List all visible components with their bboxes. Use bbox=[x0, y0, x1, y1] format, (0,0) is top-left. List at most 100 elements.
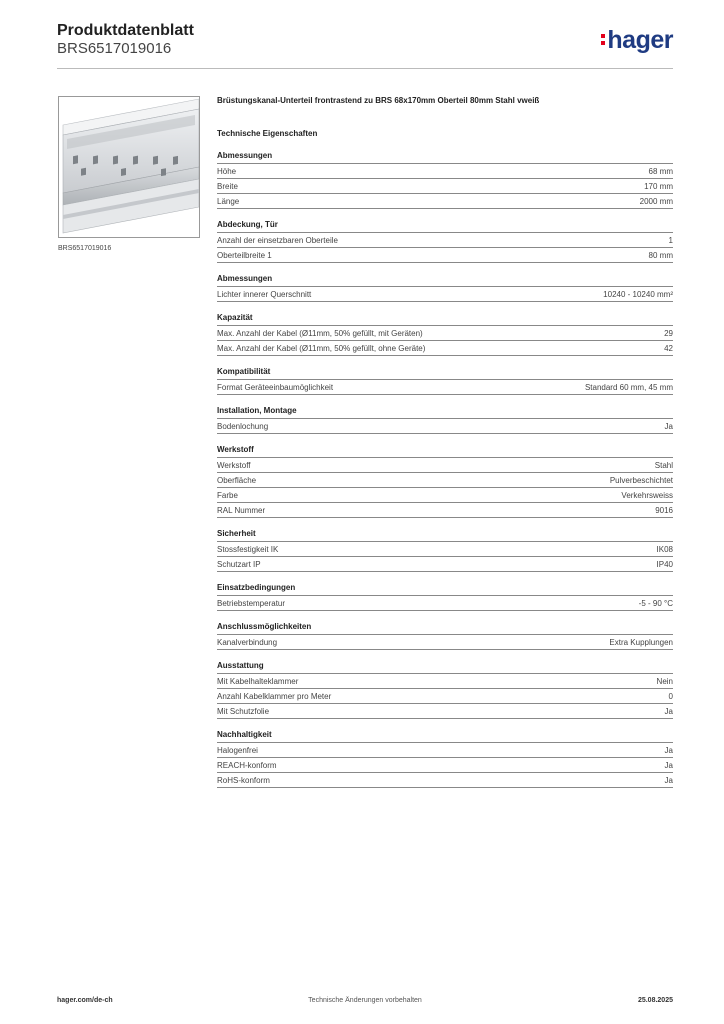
technical-properties-heading: Technische Eigenschaften bbox=[217, 129, 318, 138]
section-heading: Kapazität bbox=[217, 313, 673, 326]
product-number: BRS6517019016 bbox=[57, 40, 172, 57]
property-label: Max. Anzahl der Kabel (Ø11mm, 50% gefüll… bbox=[217, 328, 423, 338]
logo-text: hager bbox=[607, 26, 673, 54]
property-row: Länge 2000 mm bbox=[217, 194, 673, 209]
property-row: Betriebstemperatur-5 - 90 °C bbox=[217, 596, 673, 611]
section-heading: Installation, Montage bbox=[217, 406, 673, 419]
property-row: Max. Anzahl der Kabel (Ø11mm, 50% gefüll… bbox=[217, 341, 673, 356]
property-value: Ja bbox=[664, 706, 673, 716]
property-value: 10240 - 10240 mm² bbox=[603, 289, 673, 299]
section-heading: Abmessungen bbox=[217, 274, 673, 287]
property-label: REACH-konform bbox=[217, 760, 277, 770]
property-value: Standard 60 mm, 45 mm bbox=[584, 382, 673, 392]
property-label: RAL Nummer bbox=[217, 505, 266, 515]
property-label: Anzahl Kabelklammer pro Meter bbox=[217, 691, 332, 701]
logo-dots-icon bbox=[601, 31, 606, 48]
footer-notice: Technische Änderungen vorbehalten bbox=[308, 997, 422, 1004]
page-footer: hager.com/de-ch Technische Änderungen vo… bbox=[57, 997, 673, 1011]
property-label: Werkstoff bbox=[217, 460, 251, 470]
product-description: Brüstungskanal-Unterteil frontrastend zu… bbox=[217, 96, 540, 105]
property-label: Max. Anzahl der Kabel (Ø11mm, 50% gefüll… bbox=[217, 343, 426, 353]
product-image bbox=[58, 96, 200, 238]
property-value: Extra Kupplungen bbox=[609, 637, 673, 647]
property-value: 68 mm bbox=[648, 166, 673, 176]
property-value: Ja bbox=[664, 421, 673, 431]
section-heading: Abdeckung, Tür bbox=[217, 220, 673, 233]
property-row: Kanalverbindung Extra Kupplungen bbox=[217, 635, 673, 650]
property-row: Mit Kabelhalteklammer Nein bbox=[217, 674, 673, 689]
property-value: 2000 mm bbox=[639, 196, 673, 206]
property-value: Ja bbox=[664, 775, 673, 785]
property-value: Nein bbox=[656, 676, 673, 686]
property-label: Stossfestigkeit IK bbox=[217, 544, 279, 554]
page-header: Produktdatenblatt BRS6517019016 hager bbox=[57, 22, 673, 70]
property-label: Format Geräteeinbaumöglichkeit bbox=[217, 382, 334, 392]
footer-date: 25.08.2025 bbox=[637, 997, 673, 1004]
property-value: 29 bbox=[664, 328, 673, 338]
property-value: IP40 bbox=[656, 559, 673, 569]
property-label: Schutzart IP bbox=[217, 559, 261, 569]
property-value: Verkehrsweiss bbox=[621, 490, 673, 500]
property-value: -5 - 90 °C bbox=[638, 598, 673, 608]
property-label: Anzahl der einsetzbaren Oberteile bbox=[217, 235, 338, 245]
section-heading: Werkstoff bbox=[217, 445, 673, 458]
property-row: RoHS-konform Ja bbox=[217, 773, 673, 788]
property-value: Ja bbox=[664, 745, 673, 755]
property-label: Länge bbox=[217, 196, 240, 206]
section-heading: Nachhaltigkeit bbox=[217, 730, 673, 743]
property-row: Höhe 68 mm bbox=[217, 164, 673, 179]
section-heading: Kompatibilität bbox=[217, 367, 673, 380]
property-row: Max. Anzahl der Kabel (Ø11mm, 50% gefüll… bbox=[217, 326, 673, 341]
property-label: Oberfläche bbox=[217, 475, 257, 485]
product-content: Brüstungskanal-Unterteil frontrastend zu… bbox=[217, 96, 673, 799]
property-label: Bodenlochung bbox=[217, 421, 269, 431]
property-label: Mit Schutzfolie bbox=[217, 706, 270, 716]
property-value: 42 bbox=[664, 343, 673, 353]
property-value: Pulverbeschichtet bbox=[609, 475, 673, 485]
property-row: Format Geräteeinbaumöglichkeit Standard 6… bbox=[217, 380, 673, 395]
property-value: Stahl bbox=[654, 460, 673, 470]
property-label: RoHS-konform bbox=[217, 775, 270, 785]
property-value: 0 bbox=[668, 691, 673, 701]
property-label: Breite bbox=[217, 181, 238, 191]
property-row: Bodenlochung Ja bbox=[217, 419, 673, 434]
section-heading: Abmessungen bbox=[217, 151, 673, 164]
property-value: 1 bbox=[668, 235, 673, 245]
property-row: Oberfläche Pulverbeschichtet bbox=[217, 473, 673, 488]
section-heading: Anschlussmöglichkeiten bbox=[217, 622, 673, 635]
hager-logo: hager bbox=[601, 26, 673, 55]
footer-website: hager.com/de-ch bbox=[57, 997, 113, 1004]
property-label: Höhe bbox=[217, 166, 237, 176]
property-row: Halogenfrei Ja bbox=[217, 743, 673, 758]
section-heading: Ausstattung bbox=[217, 661, 673, 674]
property-row: Anzahl Kabelklammer pro Meter 0 bbox=[217, 689, 673, 704]
document-title: Produktdatenblatt bbox=[57, 22, 194, 39]
property-row: Werkstoff Stahl bbox=[217, 458, 673, 473]
property-label: Kanalverbindung bbox=[217, 637, 278, 647]
property-label: Halogenfrei bbox=[217, 745, 258, 755]
property-row: Schutzart IP IP40 bbox=[217, 557, 673, 572]
property-label: Mit Kabelhalteklammer bbox=[217, 676, 299, 686]
cable-duct-illustration bbox=[59, 97, 199, 237]
image-caption: BRS6517019016 bbox=[58, 245, 112, 252]
property-row: Anzahl der einsetzbaren Oberteile 1 bbox=[217, 233, 673, 248]
property-row: Mit Schutzfolie Ja bbox=[217, 704, 673, 719]
